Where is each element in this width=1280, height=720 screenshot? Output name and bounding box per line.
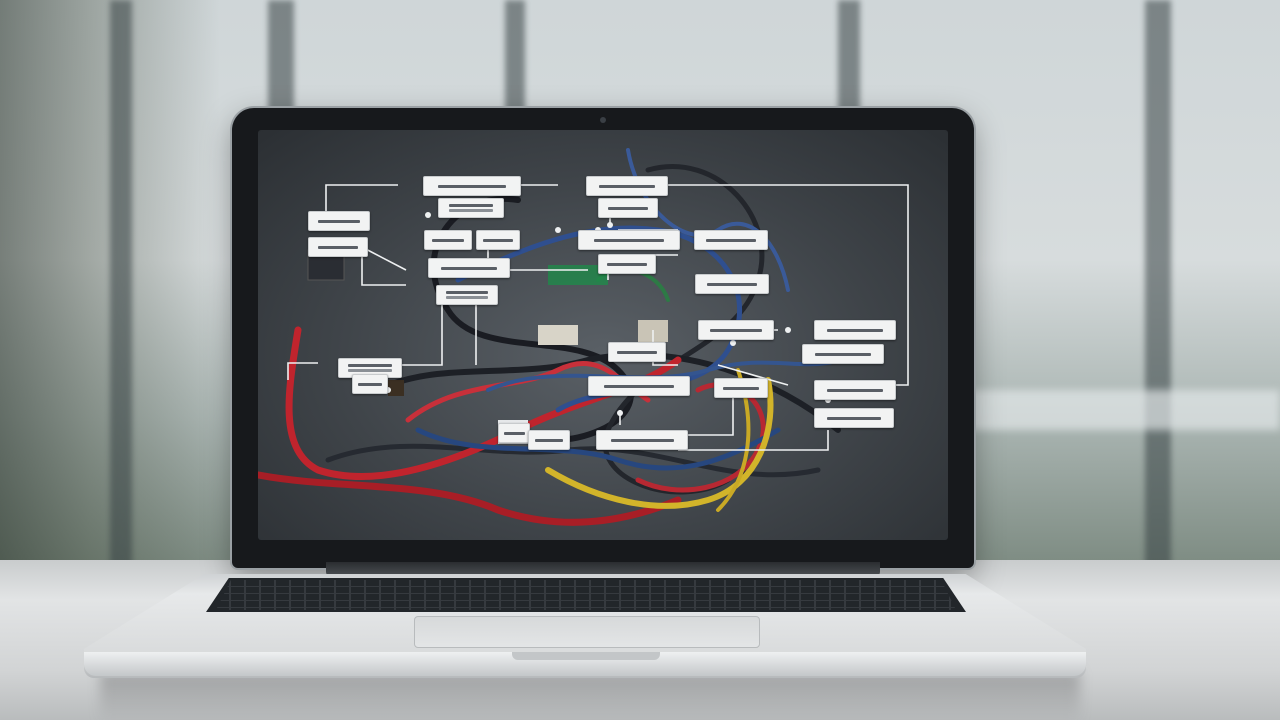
window-frame xyxy=(110,0,132,590)
flowchart-node xyxy=(608,342,666,362)
keyboard-keys xyxy=(216,580,956,610)
flowchart-node xyxy=(436,285,498,305)
laptop-hinge xyxy=(326,562,880,576)
flowchart-node xyxy=(814,380,896,400)
flowchart-node xyxy=(694,230,768,250)
laptop-lid xyxy=(232,108,974,568)
window-frame xyxy=(1145,0,1171,590)
flowchart-node xyxy=(814,408,894,428)
flowchart-node xyxy=(498,423,530,443)
desk-reflection xyxy=(100,672,1080,720)
flowchart-node xyxy=(695,274,769,294)
flowchart-node xyxy=(428,258,510,278)
laptop-screen xyxy=(258,130,948,540)
flowchart-node xyxy=(424,230,472,250)
flowchart-node xyxy=(476,230,520,250)
flowchart-node xyxy=(802,344,884,364)
lid-opening-notch xyxy=(512,652,660,660)
flowchart-node xyxy=(598,254,656,274)
flowchart-node xyxy=(714,378,768,398)
window-sill xyxy=(960,390,1280,430)
flowchart-node xyxy=(308,211,370,231)
flowchart-node xyxy=(588,376,690,396)
flowchart-node xyxy=(308,237,368,257)
flowchart-node xyxy=(352,374,388,394)
webcam-icon xyxy=(600,117,606,123)
flowchart-node xyxy=(598,198,658,218)
flowchart-node xyxy=(814,320,896,340)
flowchart-node xyxy=(423,176,521,196)
flowchart-node xyxy=(586,176,668,196)
trackpad xyxy=(414,616,760,648)
flowchart-node xyxy=(698,320,774,340)
flowchart-node xyxy=(528,430,570,450)
flowchart-node xyxy=(438,198,504,218)
flowchart-node xyxy=(596,430,688,450)
flowchart-node xyxy=(578,230,680,250)
